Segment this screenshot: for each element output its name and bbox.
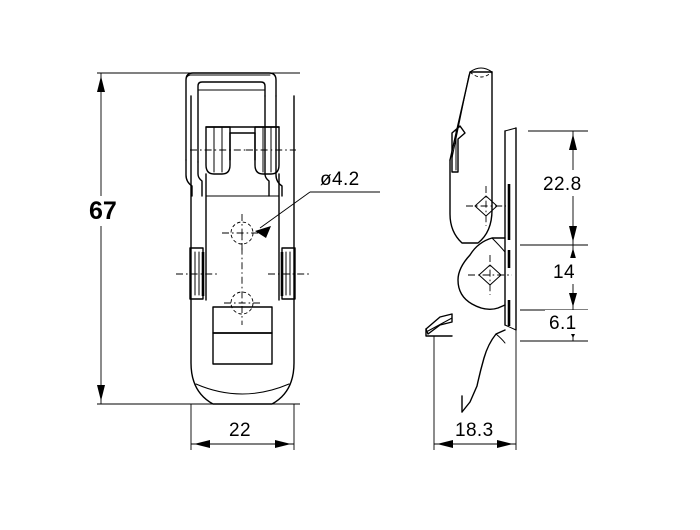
dimension-overall-width: 22: [190, 404, 295, 450]
dimension-value-overall-width: 22: [229, 420, 251, 441]
callout-hole-diameter: ø4.2: [255, 169, 380, 238]
side-view-handle-lever: [449, 67, 493, 244]
side-view-pivot-hole-upper: [466, 186, 506, 226]
dimension-side-upper: 22.8: [520, 130, 604, 246]
front-view: [176, 72, 310, 405]
dimension-value-overall-height: 67: [89, 197, 117, 225]
dimension-side-width: 18.3: [433, 330, 517, 450]
dimension-value-hole-diameter: ø4.2: [320, 169, 360, 190]
dimension-overall-height: 67: [84, 72, 300, 405]
side-view-foot-bracket: [425, 313, 453, 337]
side-view-upper-hook: [451, 125, 466, 173]
dimension-side-middle: 14: [520, 245, 588, 311]
front-view-hinge-knuckle: [205, 126, 280, 175]
dimension-value-side-width: 18.3: [455, 420, 494, 441]
side-view-lower-tail: [461, 329, 506, 413]
side-view-pivot-hole-middle: [468, 255, 512, 295]
front-view-bottom-edge: [195, 383, 290, 395]
front-view-side-ears: [189, 247, 296, 300]
side-view-back-plate: [504, 127, 517, 331]
front-view-handle-rails: [185, 95, 283, 197]
front-view-tongue-plate: [205, 173, 280, 301]
dimension-value-side-middle: 14: [553, 262, 575, 283]
dimension-value-side-lower: 6.1: [549, 313, 577, 334]
dimension-side-lower: 6.1: [520, 310, 593, 342]
front-view-mounting-hole-lower: [224, 233, 260, 325]
side-view-catch-claw: [457, 237, 506, 311]
front-view-keeper-detail: [212, 306, 273, 365]
side-view: [425, 67, 517, 413]
dimension-value-side-upper: 22.8: [543, 174, 582, 195]
